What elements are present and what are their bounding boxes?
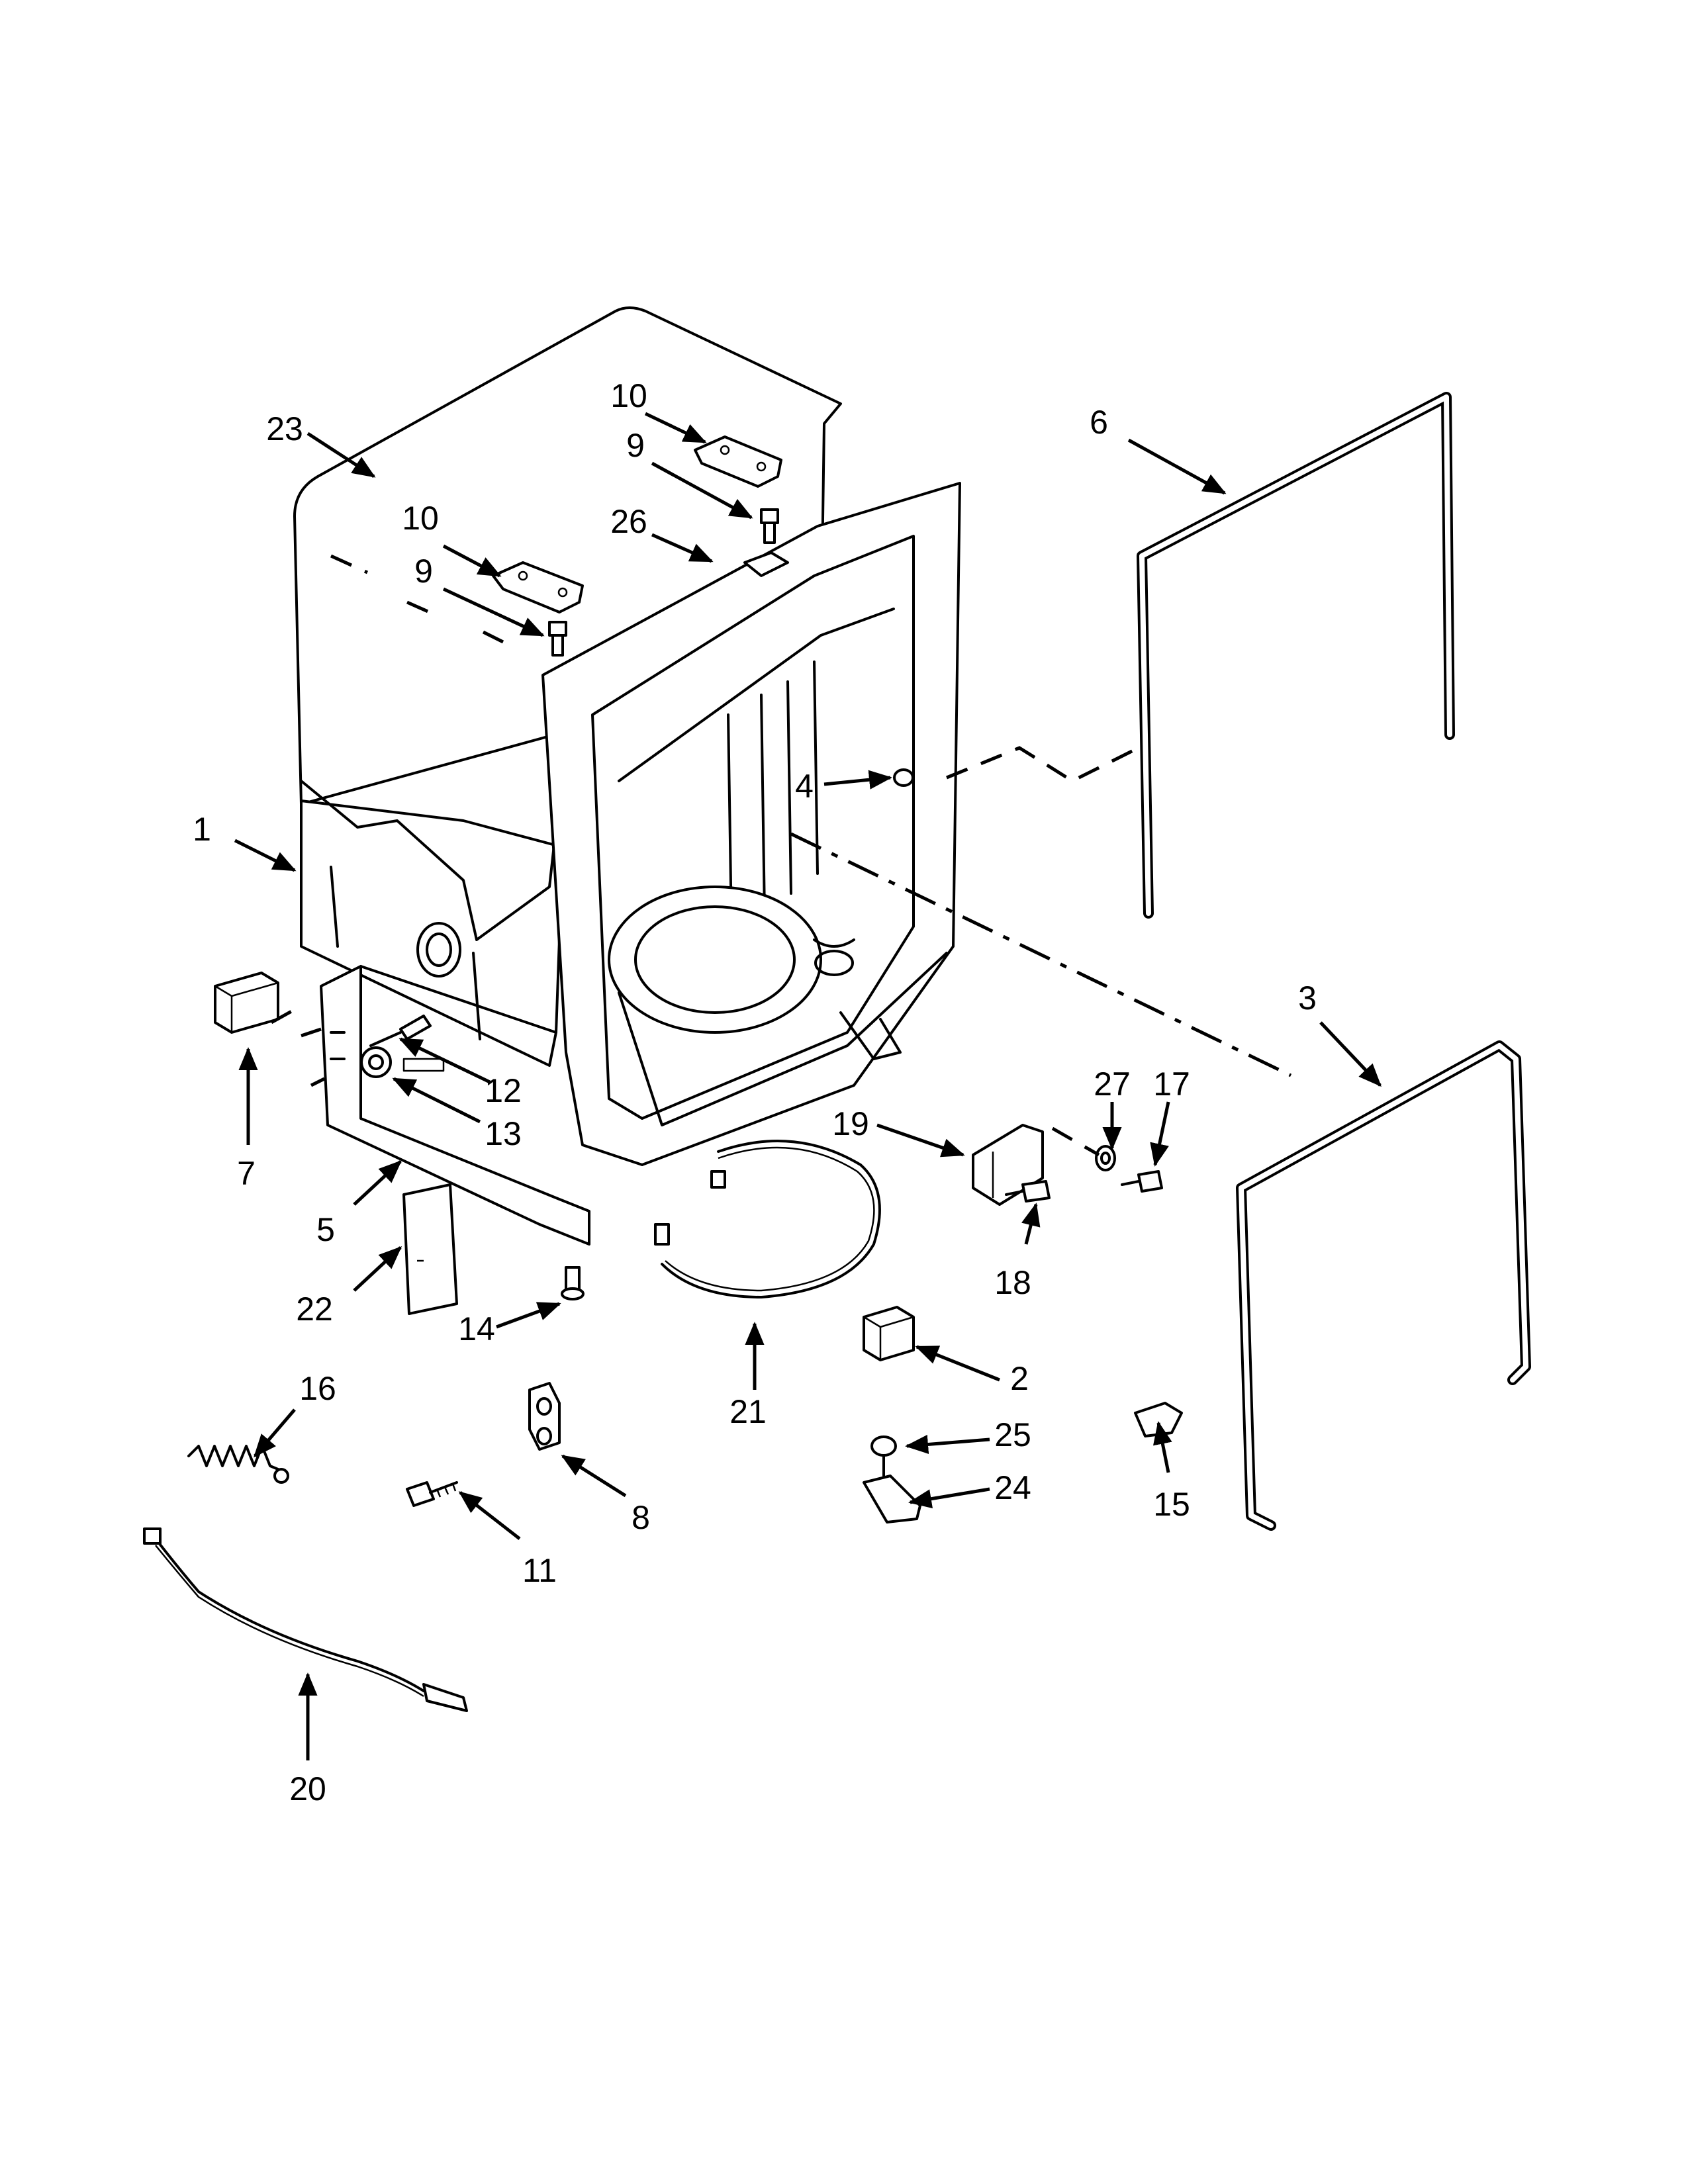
callout-11: 11	[522, 1552, 557, 1589]
callout-27: 27	[1094, 1066, 1131, 1103]
sensor-bracket	[863, 1475, 921, 1524]
washer	[1095, 1145, 1116, 1171]
callout-23: 23	[266, 410, 303, 447]
callout-6: 6	[1090, 404, 1108, 441]
callout-8: 8	[632, 1499, 650, 1536]
hinge-bearing	[528, 1382, 561, 1451]
small-bushing	[893, 768, 914, 787]
callout-18: 18	[994, 1264, 1031, 1301]
bolt	[406, 1481, 458, 1507]
tub-clip	[743, 551, 789, 577]
cord-clip	[214, 972, 279, 1034]
hinge-screw-left	[548, 621, 567, 657]
callout-14: 14	[458, 1310, 495, 1347]
callout-3: 3	[1298, 979, 1317, 1017]
callout-1: 1	[193, 811, 211, 848]
sensor	[870, 1435, 897, 1477]
callout-4: 4	[795, 768, 814, 805]
callout-5: 5	[316, 1211, 335, 1248]
leveling-wheel	[360, 1046, 392, 1078]
callout-22: 22	[296, 1291, 333, 1328]
callout-16: 16	[299, 1370, 336, 1407]
leveling-leg	[561, 1266, 585, 1300]
top-hinge-right	[694, 435, 782, 488]
callout-21: 21	[729, 1393, 767, 1430]
callout-13: 13	[485, 1115, 522, 1152]
bracket-screw	[1005, 1180, 1051, 1203]
switch-block	[863, 1306, 915, 1361]
door-seal	[1236, 1040, 1531, 1531]
assembly-lines	[270, 554, 1292, 1157]
callout-25: 25	[994, 1416, 1031, 1453]
top-hinge-left	[492, 561, 584, 614]
callout-17: 17	[1153, 1066, 1190, 1103]
leader-lines	[234, 412, 1382, 1760]
callout-12: 12	[485, 1072, 522, 1109]
callout-9-right: 9	[626, 427, 645, 464]
callout-labels: 1 2 3 4 5 6 7 8 9 9 10 10 11 12 13 14 15…	[193, 377, 1317, 1807]
base-frame	[320, 965, 590, 1246]
callout-10-left: 10	[402, 500, 439, 537]
callout-19: 19	[832, 1105, 869, 1142]
callout-26: 26	[610, 503, 647, 540]
screw	[1121, 1170, 1163, 1193]
hinge-screw-right	[760, 508, 779, 544]
door-gasket	[1137, 392, 1455, 919]
wire-harness	[654, 1140, 881, 1298]
power-cable	[143, 1527, 468, 1712]
door-spring	[187, 1445, 289, 1484]
callout-15: 15	[1153, 1486, 1190, 1523]
callout-7: 7	[237, 1155, 256, 1192]
callout-9-left: 9	[414, 553, 433, 590]
leveling-leg-screw	[369, 1015, 432, 1047]
callout-2: 2	[1010, 1360, 1029, 1397]
callout-24: 24	[994, 1469, 1031, 1506]
callout-10-right: 10	[610, 377, 647, 414]
callout-20: 20	[289, 1770, 326, 1807]
parts-label	[402, 1183, 458, 1315]
